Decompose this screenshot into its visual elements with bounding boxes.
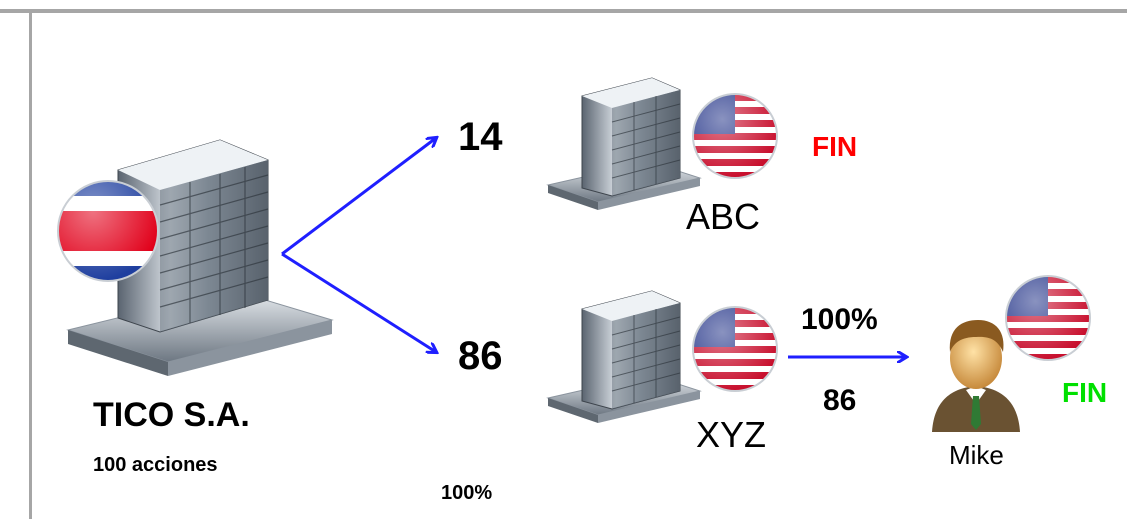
parent-shares-label: 100 acciones <box>93 454 218 476</box>
parent-company-name: TICO S.A. <box>93 396 250 434</box>
owner-name: Mike <box>949 440 1004 470</box>
person-icon <box>932 320 1020 432</box>
usa-flag-icon <box>1005 275 1091 361</box>
share-amount-xyz: 86 <box>458 334 503 378</box>
transfer-percent: 100% <box>801 303 878 336</box>
building-icon <box>546 77 702 210</box>
fin-label-abc: FIN <box>812 131 858 162</box>
building-icon <box>546 290 702 423</box>
company-label-xyz: XYZ <box>696 414 767 455</box>
building-icon <box>66 139 334 376</box>
usa-flag-icon <box>692 306 778 392</box>
arrow-to-xyz <box>281 252 436 352</box>
company-label-abc: ABC <box>686 196 761 237</box>
fin-label-owner: FIN <box>1062 377 1108 408</box>
frame-left-border <box>29 9 32 519</box>
usa-flag-icon <box>692 93 778 179</box>
arrow-to-abc <box>281 138 436 256</box>
footnote-percent: 100% <box>441 482 493 504</box>
costa-rica-flag-icon <box>57 180 159 282</box>
frame-top-border <box>0 9 1127 13</box>
transfer-amount: 86 <box>823 384 857 417</box>
share-amount-abc: 14 <box>458 115 503 159</box>
